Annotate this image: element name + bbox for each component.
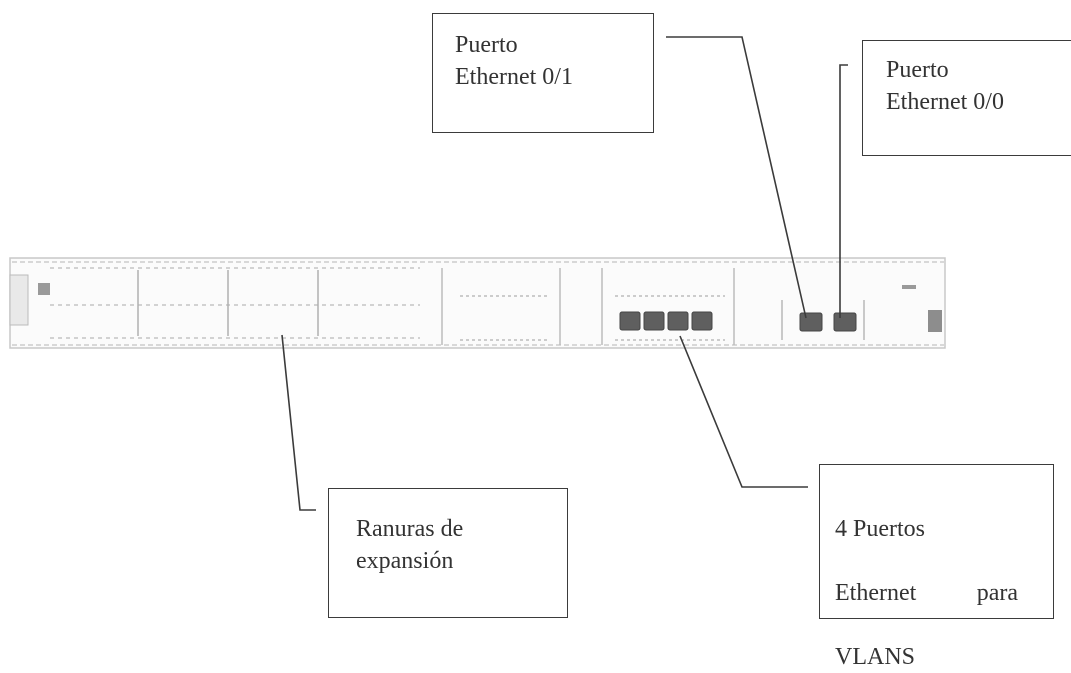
vlan-port-4 xyxy=(692,312,712,330)
label-ranuras-expansion: Ranuras de expansión xyxy=(356,514,463,578)
router-chassis xyxy=(10,258,945,348)
vlan-port-2 xyxy=(644,312,664,330)
ethernet-port-0-1 xyxy=(800,313,822,331)
label-vlan-line-1: 4 Puertos xyxy=(835,516,925,542)
label-vlan-line-3: VLANS xyxy=(835,644,915,670)
label-ethernet-0-1: Puerto Ethernet 0/1 xyxy=(455,30,573,94)
label-ethernet-0-0: Puerto Ethernet 0/0 xyxy=(886,55,1004,119)
label-vlan-line-2: Ethernet para xyxy=(835,578,1018,610)
power-led xyxy=(38,283,50,295)
vlan-port-3 xyxy=(668,312,688,330)
leader-ranuras xyxy=(282,335,316,510)
ethernet-port-0-0 xyxy=(834,313,856,331)
right-indicator xyxy=(902,285,916,289)
leader-vlans xyxy=(680,336,808,487)
left-mount-ear xyxy=(10,275,28,325)
router-diagram: Puerto Ethernet 0/1 Puerto Ethernet 0/0 … xyxy=(0,0,1071,606)
router-body xyxy=(10,258,945,348)
right-mount-ear xyxy=(928,310,942,332)
vlan-port-1 xyxy=(620,312,640,330)
label-vlan-ports: 4 Puertos Ethernet para VLANS xyxy=(835,482,1018,673)
